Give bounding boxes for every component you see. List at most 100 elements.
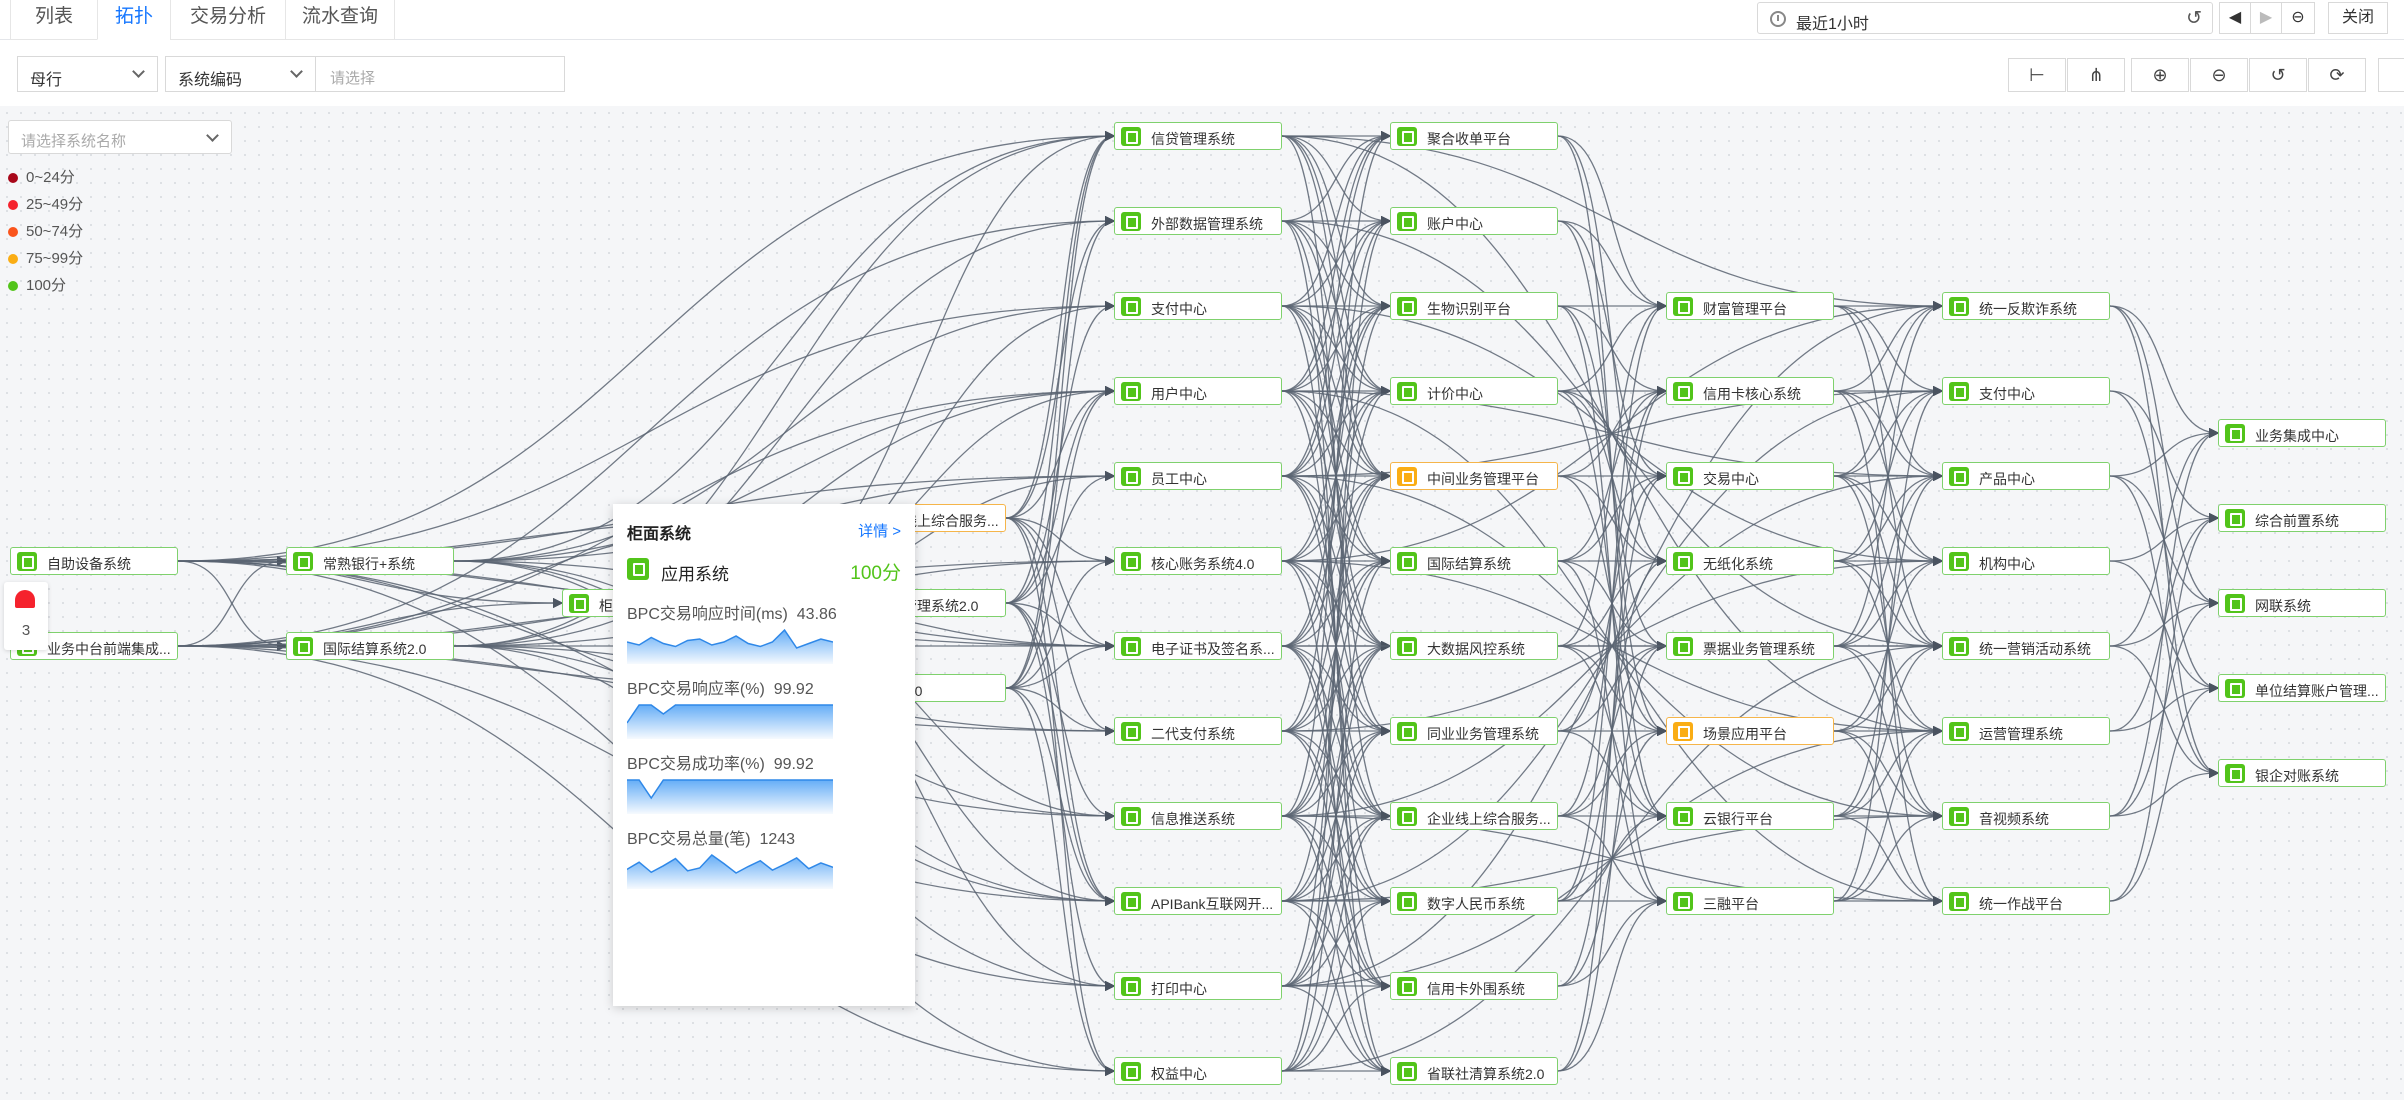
system-name-placeholder: 请选择系统名称 [21, 133, 127, 150]
topology-node[interactable]: 统一反欺诈系统 [1942, 292, 2110, 320]
topology-node[interactable]: 中间业务管理平台 [1390, 462, 1558, 490]
topology-node[interactable]: 单位结算账户管理... [2218, 674, 2386, 702]
tab-list[interactable]: 列表 [10, 0, 98, 40]
tab-topology[interactable]: 拓扑 [97, 0, 171, 40]
app-system-icon [1397, 127, 1417, 146]
topology-node[interactable]: 信息推送系统 [1114, 802, 1282, 830]
app-system-icon [1949, 722, 1969, 741]
system-name-select[interactable]: 请选择系统名称 [8, 120, 232, 154]
topology-node[interactable]: 国际结算系统2.0 [286, 632, 454, 660]
topology-node[interactable]: 企业线上综合服务... [1390, 802, 1558, 830]
topology-edge [1005, 215, 1116, 689]
topology-edge [1005, 385, 1116, 689]
node-label: 音视频系统 [1979, 811, 2049, 827]
time-range-picker[interactable]: 最近1小时 ↺ [1757, 2, 2213, 34]
topology-node[interactable]: 核心账务系统4.0 [1114, 547, 1282, 575]
topology-node[interactable]: 机构中心 [1942, 547, 2110, 575]
field-select[interactable]: 系统编码 [165, 56, 316, 92]
topology-node[interactable]: 运营管理系统 [1942, 717, 2110, 745]
topology-edge [177, 130, 1116, 562]
legend-label: 50~74分 [26, 223, 84, 240]
reset-button[interactable]: ↺ [2249, 58, 2307, 92]
tab-transaction-analysis[interactable]: 交易分析 [170, 0, 286, 40]
next-button[interactable]: ▶ [2250, 2, 2282, 34]
topology-node[interactable]: 同业业务管理系统 [1390, 717, 1558, 745]
topology-node[interactable]: 场景应用平台 [1666, 717, 1834, 745]
legend-dot [8, 281, 18, 291]
topology-node[interactable]: 支付中心 [1942, 377, 2110, 405]
topology-node[interactable]: 票据业务管理系统 [1666, 632, 1834, 660]
app-system-icon [2225, 594, 2245, 613]
topology-node[interactable]: APIBank互联网开... [1114, 887, 1282, 915]
topology-node[interactable]: 常熟银行+系统 [286, 547, 454, 575]
tooltip-detail-link[interactable]: 详情 > [858, 523, 901, 540]
topology-node[interactable]: 聚合收单平台 [1390, 122, 1558, 150]
layout-hierarchy-button[interactable]: ⋔ [2067, 58, 2125, 92]
topology-edge [1281, 980, 1392, 1072]
topology-edge [1281, 300, 1392, 477]
topology-node[interactable]: 信用卡外围系统 [1390, 972, 1558, 1000]
topology-node[interactable]: 数字人民币系统 [1390, 887, 1558, 915]
topology-node[interactable]: 账户中心 [1390, 207, 1558, 235]
topology-node[interactable]: 计价中心 [1390, 377, 1558, 405]
topology-node[interactable]: 网联系统 [2218, 589, 2386, 617]
prev-button[interactable]: ◀ [2219, 2, 2251, 34]
close-button[interactable]: 关闭 [2328, 2, 2388, 34]
alarm-badge[interactable]: 3 [4, 582, 48, 650]
topology-node[interactable]: 交易中心 [1666, 462, 1834, 490]
layout-tree-button[interactable]: ⊢ [2008, 58, 2066, 92]
zoom-in-button[interactable]: ⊕ [2131, 58, 2189, 92]
topology-node[interactable]: 二代支付系统 [1114, 717, 1282, 745]
value-select[interactable]: 请选择 [315, 56, 565, 92]
node-label: 电子证书及签名系... [1151, 641, 1275, 657]
topology-node[interactable]: 银企对账系统 [2218, 759, 2386, 787]
app-system-icon [1397, 382, 1417, 401]
node-label: 业务集成中心 [2255, 428, 2339, 444]
app-system-icon [1949, 552, 1969, 571]
topology-edge [1005, 130, 1116, 689]
topology-node[interactable]: 云银行平台 [1666, 802, 1834, 830]
node-label: 省联社清算系统2.0 [1427, 1066, 1545, 1082]
topology-node[interactable]: 电子证书及签名系... [1114, 632, 1282, 660]
topology-node[interactable]: 支付中心 [1114, 292, 1282, 320]
topology-node[interactable]: 统一作战平台 [1942, 887, 2110, 915]
more-button[interactable] [2378, 58, 2404, 92]
topology-canvas[interactable]: 请选择系统名称 0~24分 25~49分 50~74分 75~99分 100分 … [0, 106, 2404, 1100]
topology-node[interactable]: 信用卡核心系统 [1666, 377, 1834, 405]
topology-node[interactable]: 打印中心 [1114, 972, 1282, 1000]
topology-node[interactable]: 自助设备系统 [10, 547, 178, 575]
topology-node[interactable]: 音视频系统 [1942, 802, 2110, 830]
topology-node[interactable]: 大数据风控系统 [1390, 632, 1558, 660]
topology-node[interactable]: 省联社清算系统2.0 [1390, 1057, 1558, 1085]
node-label: 计价中心 [1427, 386, 1483, 402]
bank-select[interactable]: 母行 [17, 56, 158, 92]
zoom-out-button[interactable]: ⊖ [2190, 58, 2248, 92]
topology-node[interactable]: 统一营销活动系统 [1942, 632, 2110, 660]
topology-node[interactable]: 信贷管理系统 [1114, 122, 1282, 150]
tab-flow-query[interactable]: 流水查询 [285, 0, 395, 40]
topology-edge [453, 215, 1116, 647]
node-label: 国际结算系统2.0 [323, 641, 427, 657]
topology-node[interactable]: 三融平台 [1666, 887, 1834, 915]
topology-edge [1005, 385, 1116, 604]
topology-node[interactable]: 外部数据管理系统 [1114, 207, 1282, 235]
topology-edge [1281, 130, 1392, 392]
topology-node[interactable]: 综合前置系统 [2218, 504, 2386, 532]
app-system-icon [1949, 807, 1969, 826]
topology-node[interactable]: 用户中心 [1114, 377, 1282, 405]
topology-edge [1557, 470, 1668, 562]
topology-node[interactable]: 生物识别平台 [1390, 292, 1558, 320]
topology-node[interactable]: 国际结算系统 [1390, 547, 1558, 575]
topology-edge [1833, 300, 1944, 392]
topology-node[interactable]: 业务集成中心 [2218, 419, 2386, 447]
topology-node[interactable]: 产品中心 [1942, 462, 2110, 490]
app-system-icon [1397, 1062, 1417, 1081]
topology-node[interactable]: 权益中心 [1114, 1057, 1282, 1085]
topology-node[interactable]: 员工中心 [1114, 462, 1282, 490]
topology-node[interactable]: 财富管理平台 [1666, 292, 1834, 320]
topology-edge [2109, 305, 2220, 439]
refresh-button[interactable]: ⟳ [2308, 58, 2366, 92]
zoom-out-time-button[interactable]: ⊖ [2281, 2, 2315, 34]
topology-node[interactable]: 无纸化系统 [1666, 547, 1834, 575]
undo-icon[interactable]: ↺ [2186, 8, 2202, 29]
